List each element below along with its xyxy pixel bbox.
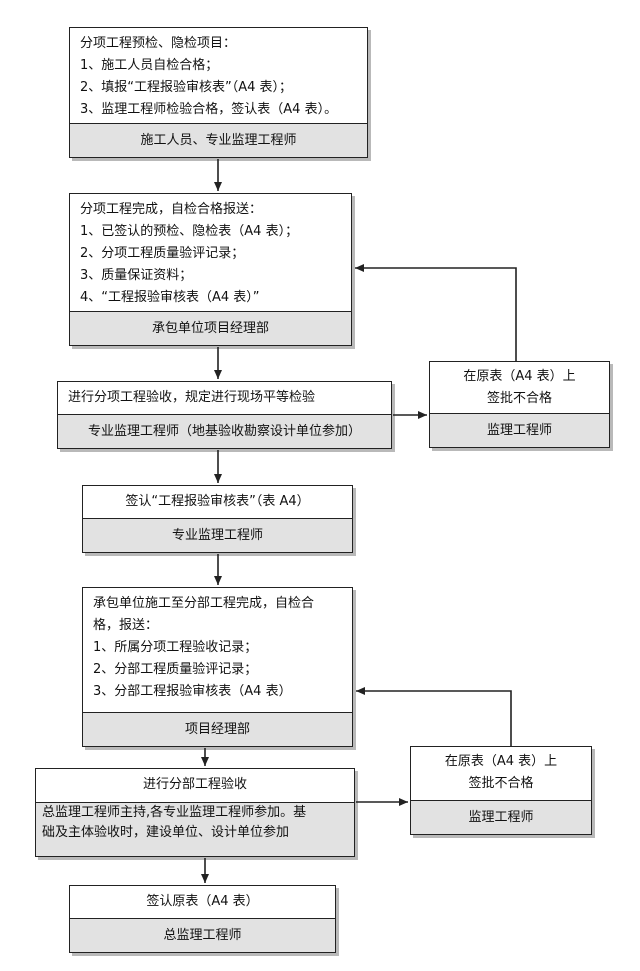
step-6-role-line: 总监理工程师主持,各专业监理工程师参加。基: [42, 805, 307, 820]
step-5-line: 2、分部工程质量验评记录；: [93, 662, 258, 677]
step-2-line: 3、质量保证资料；: [80, 268, 193, 283]
step-7-role: 总监理工程师: [70, 918, 335, 952]
arrow-feedback-1: [355, 264, 517, 361]
step-4-role: 专业监理工程师: [83, 518, 352, 552]
step-4-sign-box: 签认“工程报验审核表”（表 A4） 专业监理工程师: [82, 485, 353, 553]
reject-2-line: 签批不合格: [468, 776, 534, 791]
step-7-description: 签认原表（A4 表）: [70, 886, 335, 918]
reject-1-line: 在原表（A4 表）上: [463, 369, 576, 384]
step-5-division-report-box: 承包单位施工至分部工程完成，自检合 格，报送： 1、所属分项工程验收记录； 2、…: [82, 587, 353, 747]
reject-1-line: 签批不合格: [486, 391, 552, 406]
step-1-line: 2、填报“工程报验审核表”（A4 表）；: [80, 80, 293, 95]
step-6-division-acceptance-box: 进行分部工程验收 总监理工程师主持,各专业监理工程师参加。基 础及主体验收时，建…: [35, 768, 355, 857]
step-6-description: 进行分部工程验收: [36, 769, 354, 801]
step-1-description: 分项工程预检、隐检项目： 1、施工人员自检合格； 2、填报“工程报验审核表”（A…: [70, 28, 367, 126]
step-2-description: 分项工程完成，自检合格报送： 1、已签认的预检、隐检表（A4 表）； 2、分项工…: [70, 194, 351, 314]
step-7-final-sign-box: 签认原表（A4 表） 总监理工程师: [69, 885, 336, 953]
reject-1-role: 监理工程师: [430, 413, 609, 447]
reject-box-1: 在原表（A4 表）上 签批不合格 监理工程师: [429, 361, 610, 448]
reject-2-role: 监理工程师: [411, 800, 591, 834]
reject-1-description: 在原表（A4 表）上 签批不合格: [430, 362, 609, 415]
step-6-role-line: 础及主体验收时，建设单位、设计单位参加: [42, 825, 290, 840]
reject-box-2: 在原表（A4 表）上 签批不合格 监理工程师: [410, 746, 592, 835]
step-1-role: 施工人员、专业监理工程师: [70, 123, 367, 157]
step-5-role: 项目经理部: [83, 712, 352, 746]
step-1-subitem-precheck-box: 分项工程预检、隐检项目： 1、施工人员自检合格； 2、填报“工程报验审核表”（A…: [69, 27, 368, 158]
step-3-line: 进行分项工程验收，规定进行现场平等检验: [68, 390, 316, 405]
reject-2-line: 在原表（A4 表）上: [444, 754, 558, 769]
step-5-line: 1、所属分项工程验收记录；: [93, 640, 258, 655]
step-4-line: 签认“工程报验审核表”（表 A4）: [125, 494, 310, 509]
step-2-role: 承包单位项目经理部: [70, 311, 351, 345]
step-5-line: 3、分部工程报验审核表（A4 表）: [93, 684, 292, 699]
step-2-subitem-report-box: 分项工程完成，自检合格报送： 1、已签认的预检、隐检表（A4 表）； 2、分项工…: [69, 193, 352, 346]
step-5-line: 格，报送：: [93, 618, 159, 633]
step-5-description: 承包单位施工至分部工程完成，自检合 格，报送： 1、所属分项工程验收记录； 2、…: [83, 588, 352, 708]
step-2-line: 2、分项工程质量验评记录；: [80, 246, 245, 261]
step-1-line: 3、监理工程师检验合格，签认表（A4 表）。: [80, 102, 338, 117]
reject-2-description: 在原表（A4 表）上 签批不合格: [411, 747, 591, 800]
step-3-description: 进行分项工程验收，规定进行现场平等检验: [58, 382, 391, 414]
step-6-line: 进行分部工程验收: [142, 777, 247, 792]
step-3-subitem-acceptance-box: 进行分项工程验收，规定进行现场平等检验 专业监理工程师（地基验收勘察设计单位参加…: [57, 381, 392, 449]
step-2-line: 1、已签认的预检、隐检表（A4 表）；: [80, 224, 299, 239]
step-6-role: 总监理工程师主持,各专业监理工程师参加。基 础及主体验收时，建设单位、设计单位参…: [36, 802, 354, 856]
step-1-line: 分项工程预检、隐检项目：: [80, 36, 237, 51]
arrow-feedback-2: [356, 687, 512, 746]
step-5-line: 承包单位施工至分部工程完成，自检合: [93, 596, 315, 611]
step-3-role: 专业监理工程师（地基验收勘察设计单位参加）: [58, 414, 391, 448]
step-4-description: 签认“工程报验审核表”（表 A4）: [83, 486, 352, 518]
step-7-line: 签认原表（A4 表）: [146, 894, 259, 909]
step-2-line: 分项工程完成，自检合格报送：: [80, 202, 263, 217]
step-1-line: 1、施工人员自检合格；: [80, 58, 219, 73]
step-2-line: 4、“工程报验审核表（A4 表）”: [80, 290, 260, 305]
